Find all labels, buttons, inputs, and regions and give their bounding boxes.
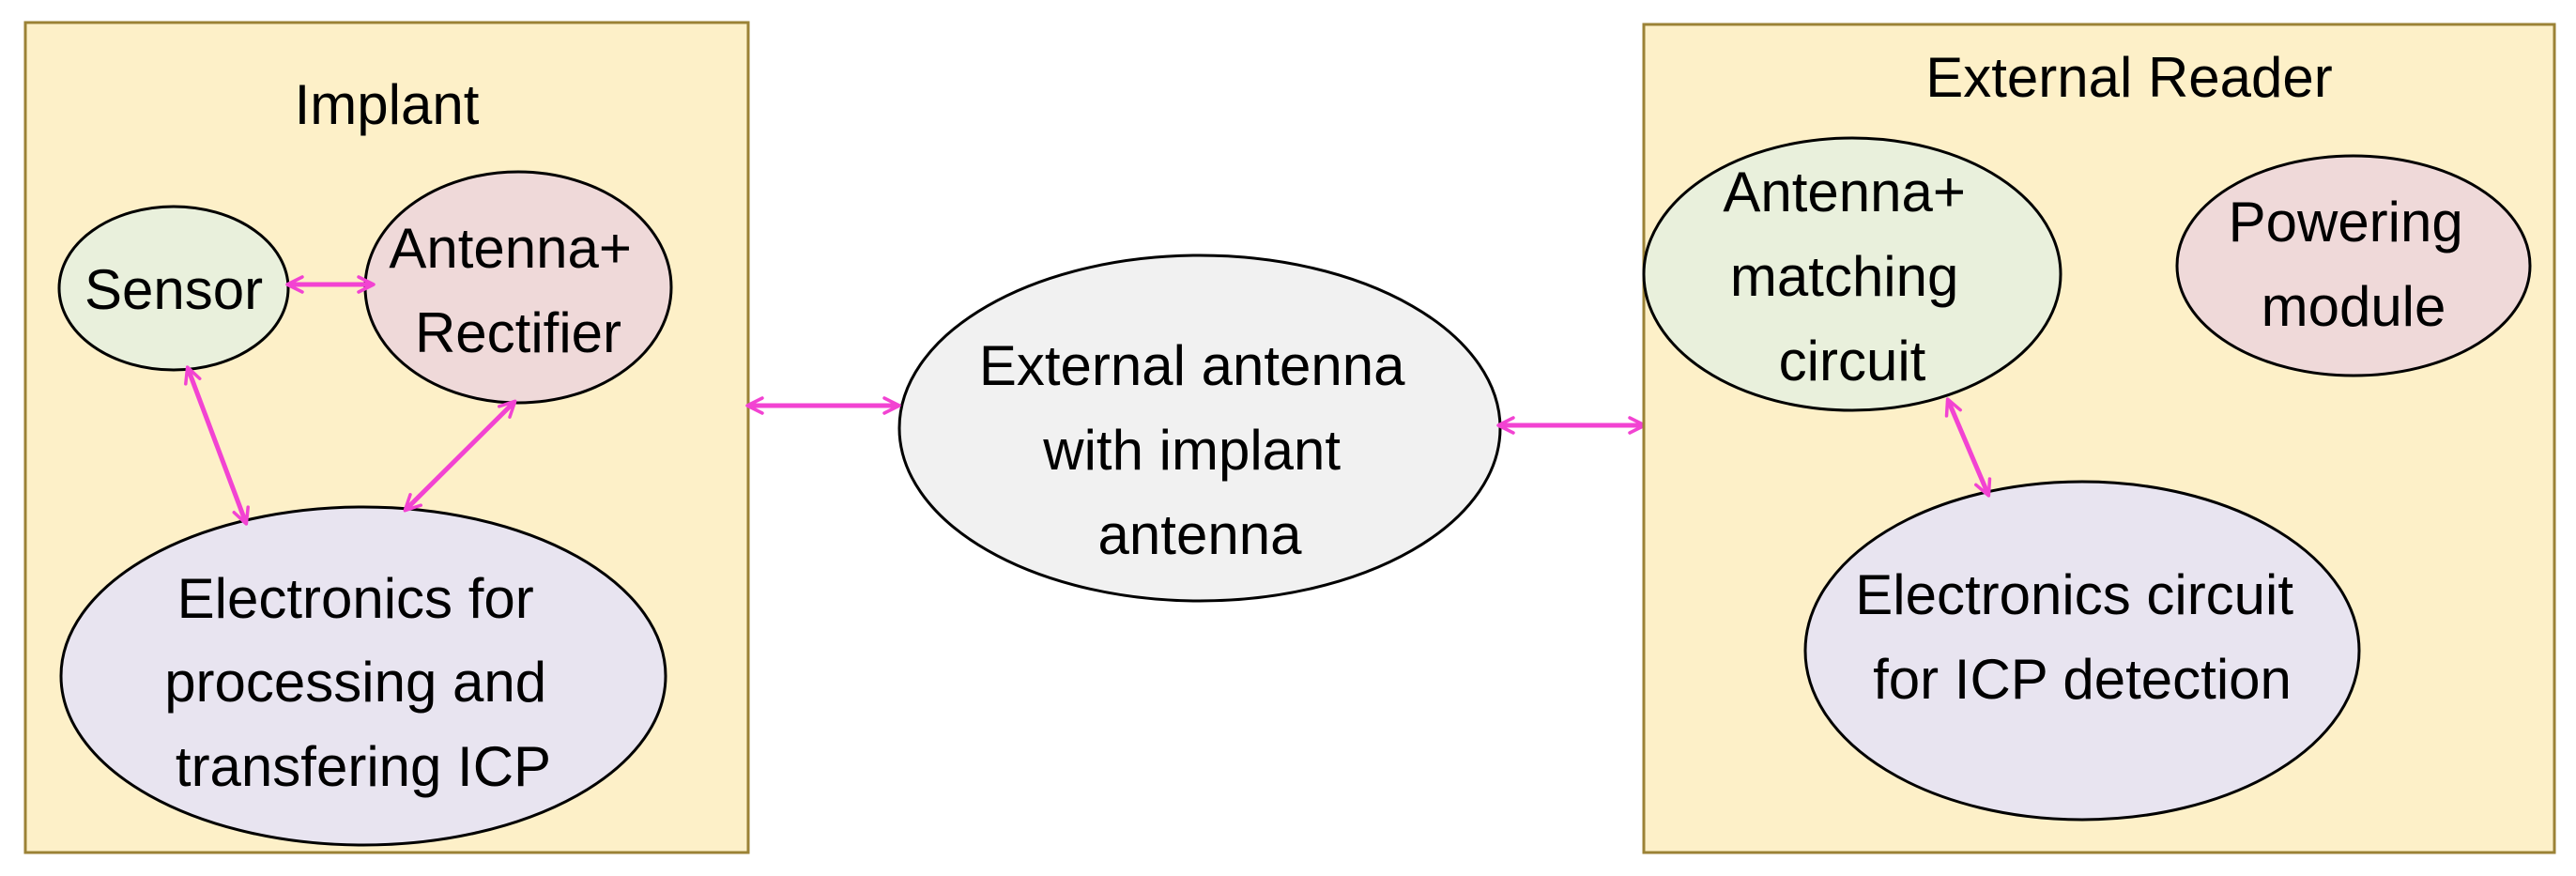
antenna-matching-node: Antenna+ matching circuit xyxy=(1642,136,2062,412)
arrow-antenna-matching-electronics xyxy=(1944,397,1992,498)
arrow-antenna-electronics xyxy=(403,399,517,513)
reader-electronics-ellipse xyxy=(1803,480,2361,822)
powering-module-label: Powering module xyxy=(2229,191,2479,338)
powering-module-node: Powering module xyxy=(2175,154,2532,377)
antenna-rectifier-node: Antenna+ Rectifier xyxy=(363,170,673,405)
reader-electronics-label: Electronics circuit for ICP detection xyxy=(1855,563,2308,711)
implant-panel: Implant Sensor Antenna+ Rectifier Electr… xyxy=(23,21,750,854)
powering-module-ellipse xyxy=(2175,154,2532,377)
reader-title: External Reader xyxy=(1925,46,2333,109)
implant-title: Implant xyxy=(295,73,480,136)
external-antenna-label: External antenna with implant antenna xyxy=(979,334,1420,566)
sensor-node: Sensor xyxy=(57,205,290,372)
antenna-matching-ellipse xyxy=(1642,136,2062,412)
sensor-label: Sensor xyxy=(84,258,263,321)
arrow-sensor-electronics xyxy=(184,365,250,526)
reader-electronics-node: Electronics circuit for ICP detection xyxy=(1803,480,2361,822)
antenna-matching-label: Antenna+ matching circuit xyxy=(1723,161,1981,392)
antenna-rectifier-label: Antenna+ Rectifier xyxy=(389,217,647,364)
implant-electronics-ellipse xyxy=(59,505,667,847)
external-antenna-node: External antenna with implant antenna xyxy=(897,254,1502,603)
antenna-rectifier-ellipse xyxy=(363,170,673,405)
implant-electronics-node: Electronics for processing and transferi… xyxy=(59,505,667,847)
reader-panel: External Reader Antenna+ matching circui… xyxy=(1642,23,2556,854)
implant-electronics-label: Electronics for processing and transferi… xyxy=(164,567,562,798)
